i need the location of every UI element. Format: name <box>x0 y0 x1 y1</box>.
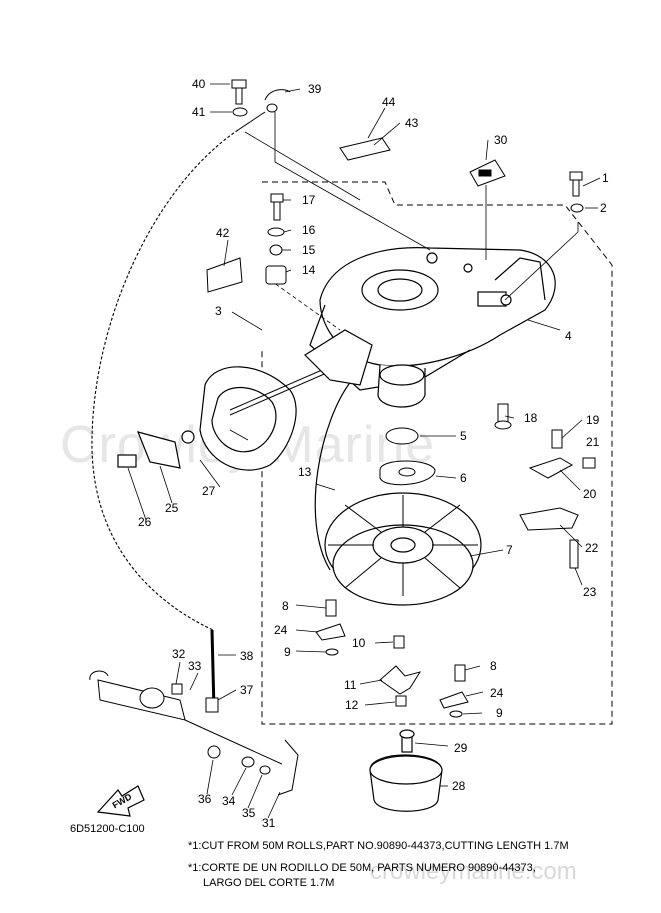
callout-24a: 24 <box>274 623 288 637</box>
start-lockout-parts <box>494 403 596 569</box>
callout-35: 35 <box>242 806 256 820</box>
callout-37: 37 <box>240 683 254 697</box>
callout-38: 38 <box>240 649 254 663</box>
callout-3: 3 <box>215 304 222 318</box>
note-line-3: LARGO DEL CORTE 1.7M <box>203 877 335 889</box>
callout-39: 39 <box>308 82 322 96</box>
callout-44: 44 <box>382 95 396 109</box>
drive-cup <box>369 729 443 812</box>
callout-8a: 8 <box>282 599 289 613</box>
callout-24b: 24 <box>490 686 504 700</box>
callout-19: 19 <box>586 413 600 427</box>
throttle-linkage <box>89 629 299 796</box>
starter-handle <box>117 329 373 471</box>
spring-and-plate <box>379 427 436 486</box>
callout-11: 11 <box>344 678 357 692</box>
callout-9a: 9 <box>284 645 291 659</box>
callout-42: 42 <box>216 226 230 240</box>
callout-13: 13 <box>298 465 312 479</box>
note-line-2: *1:CORTE DE UN RODILLO DE 50M, PARTS NUM… <box>188 862 536 874</box>
callout-numbers: 1 2 3 4 5 6 7 8 8 9 9 10 11 12 13 14 15 … <box>138 77 609 830</box>
callout-21: 21 <box>586 435 600 449</box>
callout-33: 33 <box>188 659 202 673</box>
starter-cable <box>91 129 239 631</box>
callout-30: 30 <box>494 133 508 147</box>
callout-18: 18 <box>524 411 538 425</box>
callout-28: 28 <box>452 779 466 793</box>
callout-41: 41 <box>192 105 206 119</box>
callout-5: 5 <box>460 429 467 443</box>
callout-7: 7 <box>506 543 513 557</box>
assembly-boundary <box>261 181 613 725</box>
callout-16: 16 <box>302 223 316 237</box>
callout-14: 14 <box>302 263 316 277</box>
callout-17: 17 <box>302 193 316 207</box>
cable-13 <box>314 379 353 571</box>
callout-6: 6 <box>460 471 467 485</box>
fwd-arrow: FWD <box>96 785 145 817</box>
callout-23: 23 <box>583 585 597 599</box>
callout-10: 10 <box>352 636 366 650</box>
callout-15: 15 <box>302 243 316 257</box>
callout-22: 22 <box>585 541 599 555</box>
callout-1: 1 <box>602 171 609 185</box>
bolts-and-washers <box>231 79 584 285</box>
watermark-url: crowleymarine.com <box>370 858 577 885</box>
callout-29: 29 <box>454 741 468 755</box>
callout-25: 25 <box>165 501 179 515</box>
starter-housing <box>309 247 556 408</box>
callout-43: 43 <box>405 116 419 130</box>
rope-reel <box>324 492 482 606</box>
decal-labels <box>206 137 506 293</box>
callout-4: 4 <box>565 329 572 343</box>
callout-31: 31 <box>262 816 276 830</box>
diagram-code: 6D51200-C100 <box>70 823 145 835</box>
callout-32: 32 <box>172 647 186 661</box>
callout-20: 20 <box>583 487 597 501</box>
callout-36: 36 <box>198 792 212 806</box>
callout-8b: 8 <box>490 659 497 673</box>
callout-34: 34 <box>222 794 236 808</box>
pawl-parts <box>315 599 469 718</box>
note-line-1: *1:CUT FROM 50M ROLLS,PART NO.90890-4437… <box>188 840 569 852</box>
leader-lines <box>127 83 601 819</box>
callout-9b: 9 <box>496 706 503 720</box>
callout-12: 12 <box>345 698 359 712</box>
callout-2: 2 <box>600 201 607 215</box>
callout-40: 40 <box>192 77 206 91</box>
callout-27: 27 <box>202 484 216 498</box>
callout-26: 26 <box>138 515 152 529</box>
